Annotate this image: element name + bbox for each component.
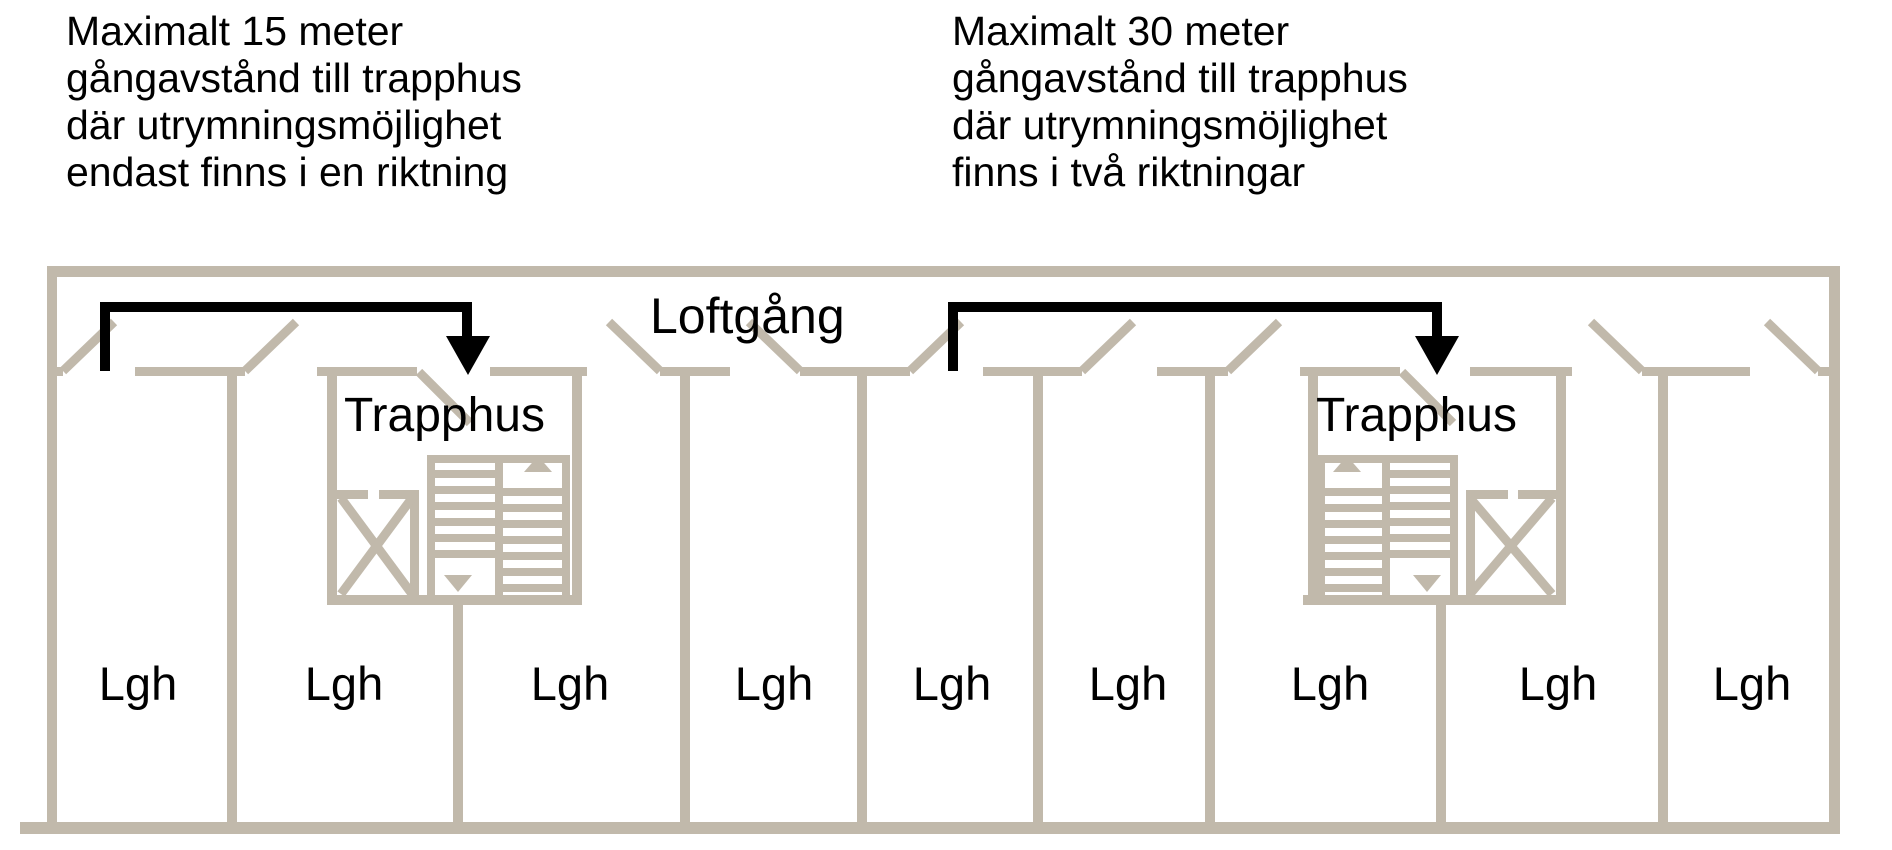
divider-wall <box>1436 600 1446 822</box>
apartment-label: Lgh <box>304 657 384 710</box>
arrow-drop <box>1432 308 1442 338</box>
stairwell-right <box>1303 367 1566 605</box>
shaft-x-diagonal <box>1466 495 1556 597</box>
apartment-label: Lgh <box>912 657 992 710</box>
stairwell-right-label: Trapphus <box>1316 389 1517 442</box>
front-wall-segment <box>135 367 245 376</box>
divider-wall <box>857 367 867 822</box>
annotation-escape-one-direction: Maximalt 15 meter gångavstånd till trapp… <box>66 8 522 196</box>
door-swing-icon <box>605 318 664 375</box>
divider-wall <box>227 367 237 822</box>
apartment-label: Lgh <box>1290 657 1370 710</box>
shaft-x-box <box>337 490 419 600</box>
stairwell-wall-right <box>572 367 582 605</box>
divider-wall <box>1658 367 1668 822</box>
front-wall-segment <box>660 367 730 376</box>
annotation-line: där utrymningsmöjlighet <box>66 102 502 148</box>
corridor-front-wall <box>47 367 1829 376</box>
front-wall-segment <box>1642 367 1750 376</box>
front-wall-segment <box>1157 367 1228 376</box>
door-swing-icon <box>1078 318 1137 375</box>
door-swing-icon <box>1763 318 1822 375</box>
shaft-top-wall <box>337 490 368 499</box>
annotation-line: finns i två riktningar <box>952 149 1306 195</box>
front-wall-segment <box>47 367 63 376</box>
stairwell-wall-left <box>327 367 337 605</box>
arrow-shaft <box>948 302 1442 312</box>
shaft-top-wall <box>1466 490 1508 499</box>
stairwell-wall-right <box>1556 367 1566 605</box>
stair-down-arrow-icon <box>1413 575 1441 592</box>
stairwell-left-label: Trapphus <box>344 389 545 442</box>
arrow-shaft <box>100 302 472 312</box>
apartment-label: Lgh <box>734 657 814 710</box>
apartment-label: Lgh <box>1518 657 1598 710</box>
apartment-divider-walls <box>227 367 1668 822</box>
shaft-right-wall <box>410 490 419 600</box>
apartment-label: Lgh <box>98 657 178 710</box>
annotation-escape-two-directions: Maximalt 30 meter gångavstånd till trapp… <box>952 8 1408 196</box>
door-swing-icon <box>415 368 474 427</box>
shaft-left-wall <box>1466 490 1475 600</box>
outer-wall-top <box>47 266 1839 277</box>
front-wall-segment <box>983 367 1082 376</box>
outer-wall-right <box>1829 266 1840 822</box>
apartment-label: Lgh <box>530 657 610 710</box>
annotation-line: gångavstånd till trapphus <box>952 55 1408 101</box>
shaft-x-diagonal <box>337 495 416 597</box>
annotation-line: gångavstånd till trapphus <box>66 55 522 101</box>
apartment-label: Lgh <box>1088 657 1168 710</box>
door-swing-icon <box>1587 318 1646 375</box>
door-swing-icon <box>1224 318 1283 375</box>
door-swing-icon <box>241 318 300 375</box>
shaft-x-box <box>1466 490 1556 600</box>
annotation-line: Maximalt 15 meter <box>66 8 404 54</box>
annotation-line: där utrymningsmöjlighet <box>952 102 1388 148</box>
arrow-start-tick <box>100 302 110 371</box>
outer-wall-left <box>47 266 57 822</box>
escape-route-arrow-right <box>948 302 1459 375</box>
corridor-label: Loftgång <box>650 288 845 344</box>
stair-up-arrow-icon <box>524 456 552 472</box>
stairwell-wall-left <box>1308 367 1318 605</box>
annotation-line: endast finns i en riktning <box>66 149 509 195</box>
stairwell-wall-bottom <box>1303 595 1566 605</box>
shaft-top-wall <box>379 490 410 499</box>
front-wall-segment <box>317 367 417 376</box>
door-swing-icon <box>745 318 804 375</box>
front-wall-segment <box>1300 367 1400 376</box>
shaft-top-wall <box>1518 490 1556 499</box>
stair-up-arrow-icon <box>1333 456 1361 472</box>
arrow-head-icon <box>446 336 490 375</box>
building-outline <box>20 266 1840 834</box>
divider-wall <box>1205 367 1215 822</box>
apartment-label: Lgh <box>1712 657 1792 710</box>
stairs-icon <box>1317 455 1458 595</box>
divider-wall <box>1033 367 1043 822</box>
divider-wall <box>453 600 463 822</box>
escape-route-arrow-left <box>100 302 490 375</box>
stair-down-arrow-icon <box>444 575 472 592</box>
arrow-start-tick <box>948 302 958 371</box>
annotation-line: Maximalt 30 meter <box>952 8 1290 54</box>
front-wall-segment <box>800 367 910 376</box>
stairwell-wall-bottom <box>327 595 582 605</box>
stairwell-left <box>327 367 582 605</box>
divider-wall <box>680 367 690 822</box>
front-wall-segment <box>490 367 587 376</box>
arrow-drop <box>462 308 472 338</box>
outer-wall-bottom <box>20 822 1840 834</box>
front-wall-segment <box>1818 367 1829 376</box>
front-wall-segment <box>1470 367 1572 376</box>
arrow-head-icon <box>1415 336 1459 375</box>
stairs-icon <box>427 455 570 595</box>
door-swing-icon <box>1398 368 1457 427</box>
